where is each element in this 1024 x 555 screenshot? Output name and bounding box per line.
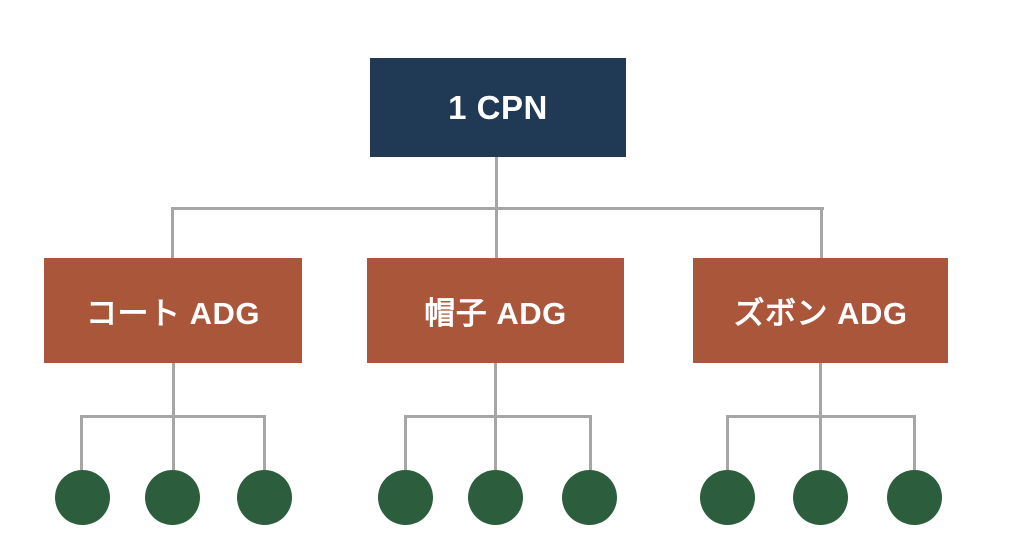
- child-node-hat-adg: 帽子 ADG: [367, 258, 624, 363]
- root-node-label: 1 CPN: [448, 88, 548, 126]
- connector-group2-drop-left: [404, 415, 407, 470]
- leaf-node-circle: [887, 470, 942, 525]
- leaf-node-circle: [793, 470, 848, 525]
- connector-drop-child-1: [171, 207, 174, 258]
- connector-group1-rail: [80, 415, 266, 418]
- connector-group2-rail: [404, 415, 592, 418]
- child-node-label: ズボン ADG: [733, 296, 908, 331]
- leaf-node-circle: [237, 470, 292, 525]
- connector-group2-drop-right: [589, 415, 592, 470]
- leaf-node-circle: [700, 470, 755, 525]
- leaf-node-circle: [468, 470, 523, 525]
- leaf-node-circle: [145, 470, 200, 525]
- child-node-label: コート ADG: [86, 296, 260, 331]
- child-node-coat-adg: コート ADG: [44, 258, 302, 363]
- child-node-label: 帽子 ADG: [424, 296, 567, 331]
- connector-group3-drop-right: [913, 415, 916, 470]
- child-node-pants-adg: ズボン ADG: [693, 258, 948, 363]
- connector-group1-drop-left: [80, 415, 83, 470]
- connector-drop-child-3: [820, 207, 823, 258]
- connector-group3-rail: [726, 415, 916, 418]
- leaf-node-circle: [562, 470, 617, 525]
- connector-group1-drop-right: [263, 415, 266, 470]
- leaf-node-circle: [55, 470, 110, 525]
- connector-drop-child-2: [495, 207, 498, 258]
- connector-group3-drop-left: [726, 415, 729, 470]
- connector-root-stem: [495, 157, 498, 208]
- leaf-node-circle: [378, 470, 433, 525]
- root-node: 1 CPN: [370, 58, 626, 157]
